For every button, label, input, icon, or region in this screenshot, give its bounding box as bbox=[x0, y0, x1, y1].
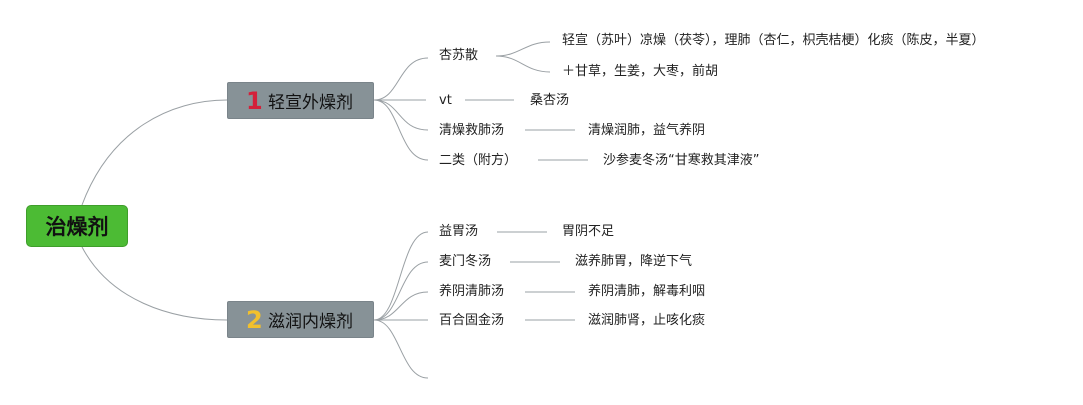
detail-vt: 桑杏汤 bbox=[530, 93, 570, 108]
connector-b2-child-3 bbox=[373, 291, 429, 321]
detail-xingsusan-2: ＋甘草，生姜，大枣，前胡 bbox=[562, 64, 719, 79]
branch-number-1: 1 bbox=[246, 86, 263, 115]
connector-b2-child-5 bbox=[373, 319, 429, 379]
branch-label-2: 滋润内燥剂 bbox=[268, 312, 353, 332]
detail-fufang: 沙参麦冬汤“甘寒救其津液” bbox=[603, 153, 760, 168]
connector-b1-child-3 bbox=[373, 99, 429, 131]
root-node[interactable]: 治燥剂 bbox=[26, 205, 128, 247]
connector-b2-child-2 bbox=[373, 261, 429, 321]
connector-b1-child-4 bbox=[373, 99, 429, 161]
child-node-yangyin[interactable]: 养阴清肺汤 bbox=[439, 284, 505, 299]
child-node-baihe[interactable]: 百合固金汤 bbox=[439, 313, 505, 328]
detail-yiwei: 胃阴不足 bbox=[562, 224, 615, 239]
branch-number-2: 2 bbox=[246, 305, 263, 334]
child-node-maimendong[interactable]: 麦门冬汤 bbox=[439, 254, 492, 269]
connector-b1-child-1 bbox=[373, 57, 429, 101]
detail-yangyin: 养阴清肺，解毒利咽 bbox=[588, 284, 706, 299]
connector-b2-child-1 bbox=[373, 231, 429, 321]
connector-sub-1a bbox=[495, 41, 551, 57]
branch-node-2[interactable]: 2 滋润内燥剂 bbox=[227, 301, 374, 338]
child-node-vt[interactable]: vt bbox=[439, 93, 452, 108]
root-label: 治燥剂 bbox=[45, 215, 109, 239]
detail-maimendong: 滋养肺胃，降逆下气 bbox=[575, 254, 693, 269]
detail-xingsusan-1: 轻宣（苏叶）凉燥（茯苓），理肺（杏仁，枳壳桔梗）化痰（陈皮，半夏） bbox=[562, 33, 985, 48]
child-node-fufang[interactable]: 二类（附方） bbox=[439, 153, 518, 168]
detail-baihe: 滋润肺肾，止咳化痰 bbox=[588, 313, 706, 328]
branch-label-1: 轻宣外燥剂 bbox=[268, 93, 353, 113]
connector-root-branch-1 bbox=[81, 99, 228, 206]
branch-node-1[interactable]: 1 轻宣外燥剂 bbox=[227, 82, 374, 119]
connector-sub-1b bbox=[495, 55, 551, 73]
child-node-qingzao[interactable]: 清燥救肺汤 bbox=[439, 123, 505, 138]
child-node-yiwei[interactable]: 益胃汤 bbox=[439, 224, 479, 239]
child-node-xingsusan[interactable]: 杏苏散 bbox=[439, 48, 479, 63]
connector-root-branch-2 bbox=[81, 246, 228, 321]
detail-qingzao: 清燥润肺，益气养阴 bbox=[588, 123, 706, 138]
